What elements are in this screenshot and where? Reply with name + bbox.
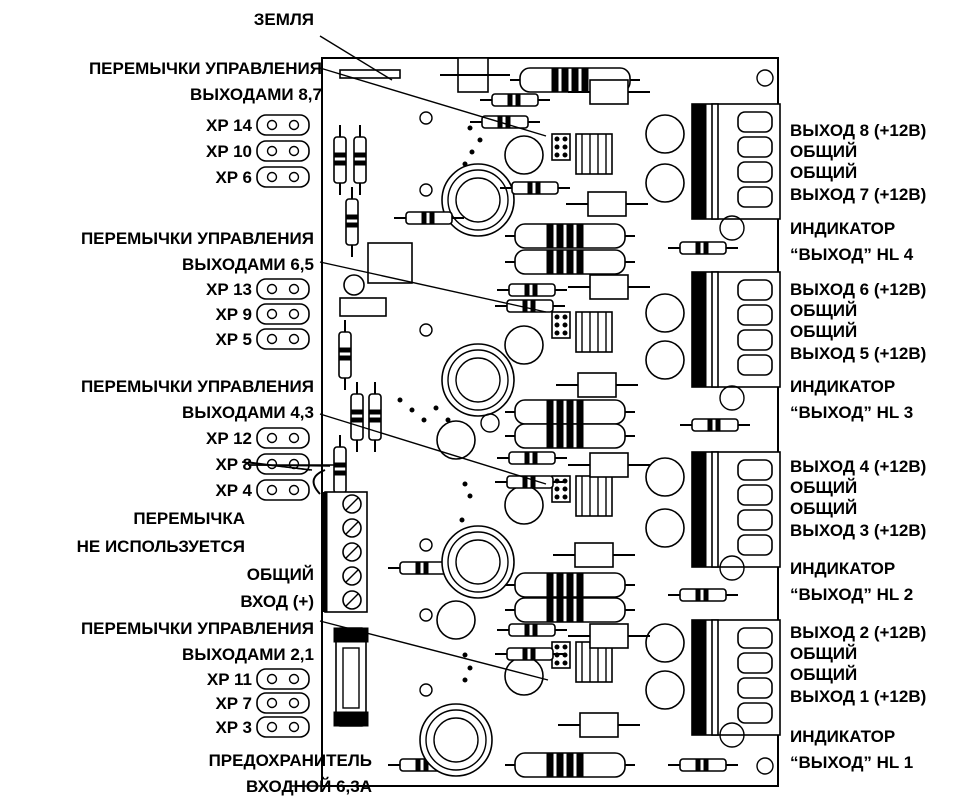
label-common-7: ОБЩИЙ — [790, 163, 857, 182]
label-common-input: ОБЩИЙ — [247, 565, 314, 584]
label-common-6: ОБЩИЙ — [790, 301, 857, 320]
label-indicator-hl2: ИНДИКАТОР — [790, 559, 895, 578]
label-not-used: НЕ ИСПОЛЬЗУЕТСЯ — [77, 537, 245, 556]
xp3-pad — [256, 716, 310, 738]
label-xp5: XP 5 — [215, 330, 252, 349]
label-xp9: XP 9 — [215, 305, 252, 324]
input-terminal-block — [312, 469, 368, 613]
label-common-4: ОБЩИЙ — [790, 478, 857, 497]
label-xp4: XP 4 — [215, 481, 252, 500]
output-group-21 — [387, 600, 781, 778]
label-indicator-hl3: ИНДИКАТОР — [790, 377, 895, 396]
xp10-pad — [256, 140, 310, 162]
output-group-87 — [393, 79, 781, 275]
label-jumpers-87-line1: ПЕРЕМЫЧКИ УПРАВЛЕНИЯ — [89, 59, 322, 78]
pcb-outline — [321, 57, 779, 787]
xp5-pad — [256, 328, 310, 350]
not-used-leader — [247, 464, 331, 467]
label-jumpers-65-line1: ПЕРЕМЫЧКИ УПРАВЛЕНИЯ — [81, 229, 314, 248]
label-out3: ВЫХОД 3 (+12В) — [790, 521, 926, 540]
xp9-pad — [256, 303, 310, 325]
label-ground: ЗЕМЛЯ — [254, 10, 314, 29]
label-hl1: “ВЫХОД” HL 1 — [790, 753, 913, 772]
label-out6: ВЫХОД 6 (+12В) — [790, 280, 926, 299]
label-common-2: ОБЩИЙ — [790, 644, 857, 663]
label-common-1: ОБЩИЙ — [790, 665, 857, 684]
label-indicator-hl4: ИНДИКАТОР — [790, 219, 895, 238]
xp14-pad — [256, 114, 310, 136]
xp12-pad — [256, 427, 310, 449]
mounting-hole — [756, 69, 774, 87]
label-xp11: XP 11 — [207, 670, 252, 689]
label-common-3: ОБЩИЙ — [790, 499, 857, 518]
label-out1: ВЫХОД 1 (+12В) — [790, 687, 926, 706]
label-indicator-hl1: ИНДИКАТОР — [790, 727, 895, 746]
label-xp8: XP 8 — [215, 455, 252, 474]
xp6-pad — [256, 166, 310, 188]
output-group-43 — [387, 420, 781, 623]
label-fuse-line2: ВХОДНОЙ 6,3А — [246, 777, 372, 796]
label-xp12: XP 12 — [206, 429, 252, 448]
label-out8: ВЫХОД 8 (+12В) — [790, 121, 926, 140]
label-common-8: ОБЩИЙ — [790, 142, 857, 161]
mounting-hole — [756, 757, 774, 775]
label-jumpers-43-line1: ПЕРЕМЫЧКИ УПРАВЛЕНИЯ — [81, 377, 314, 396]
label-xp6: XP 6 — [215, 168, 252, 187]
label-fuse-line1: ПРЕДОХРАНИТЕЛЬ — [209, 751, 372, 770]
label-jumpers-21-line2: ВЫХОДАМИ 2,1 — [182, 645, 314, 664]
label-out4: ВЫХОД 4 (+12В) — [790, 457, 926, 476]
label-jumpers-21-line1: ПЕРЕМЫЧКИ УПРАВЛЕНИЯ — [81, 619, 314, 638]
label-jumpers-87-line2: ВЫХОДАМИ 8,7 — [190, 85, 322, 104]
xp7-pad — [256, 692, 310, 714]
xp11-pad — [256, 668, 310, 690]
label-jumpers-43-line2: ВЫХОДАМИ 4,3 — [182, 403, 314, 422]
label-xp14: XP 14 — [206, 116, 253, 135]
output-group-65 — [441, 271, 781, 449]
label-common-5: ОБЩИЙ — [790, 322, 857, 341]
label-xp3: XP 3 — [215, 718, 252, 737]
label-jumper: ПЕРЕМЫЧКА — [133, 509, 245, 528]
label-hl2: “ВЫХОД” HL 2 — [790, 585, 913, 604]
label-xp13: XP 13 — [206, 280, 252, 299]
label-out7: ВЫХОД 7 (+12В) — [790, 185, 926, 204]
xp13-pad — [256, 278, 310, 300]
label-out5: ВЫХОД 5 (+12В) — [790, 344, 926, 363]
label-input-plus: ВХОД (+) — [240, 592, 314, 611]
label-jumpers-65-line2: ВЫХОДАМИ 6,5 — [182, 255, 314, 274]
label-xp10: XP 10 — [206, 142, 252, 161]
label-hl4: “ВЫХОД” HL 4 — [790, 245, 914, 264]
xp4-pad — [256, 479, 310, 501]
label-xp7: XP 7 — [215, 694, 252, 713]
fuse — [333, 627, 369, 727]
label-hl3: “ВЫХОД” HL 3 — [790, 403, 913, 422]
label-out2: ВЫХОД 2 (+12В) — [790, 623, 926, 642]
